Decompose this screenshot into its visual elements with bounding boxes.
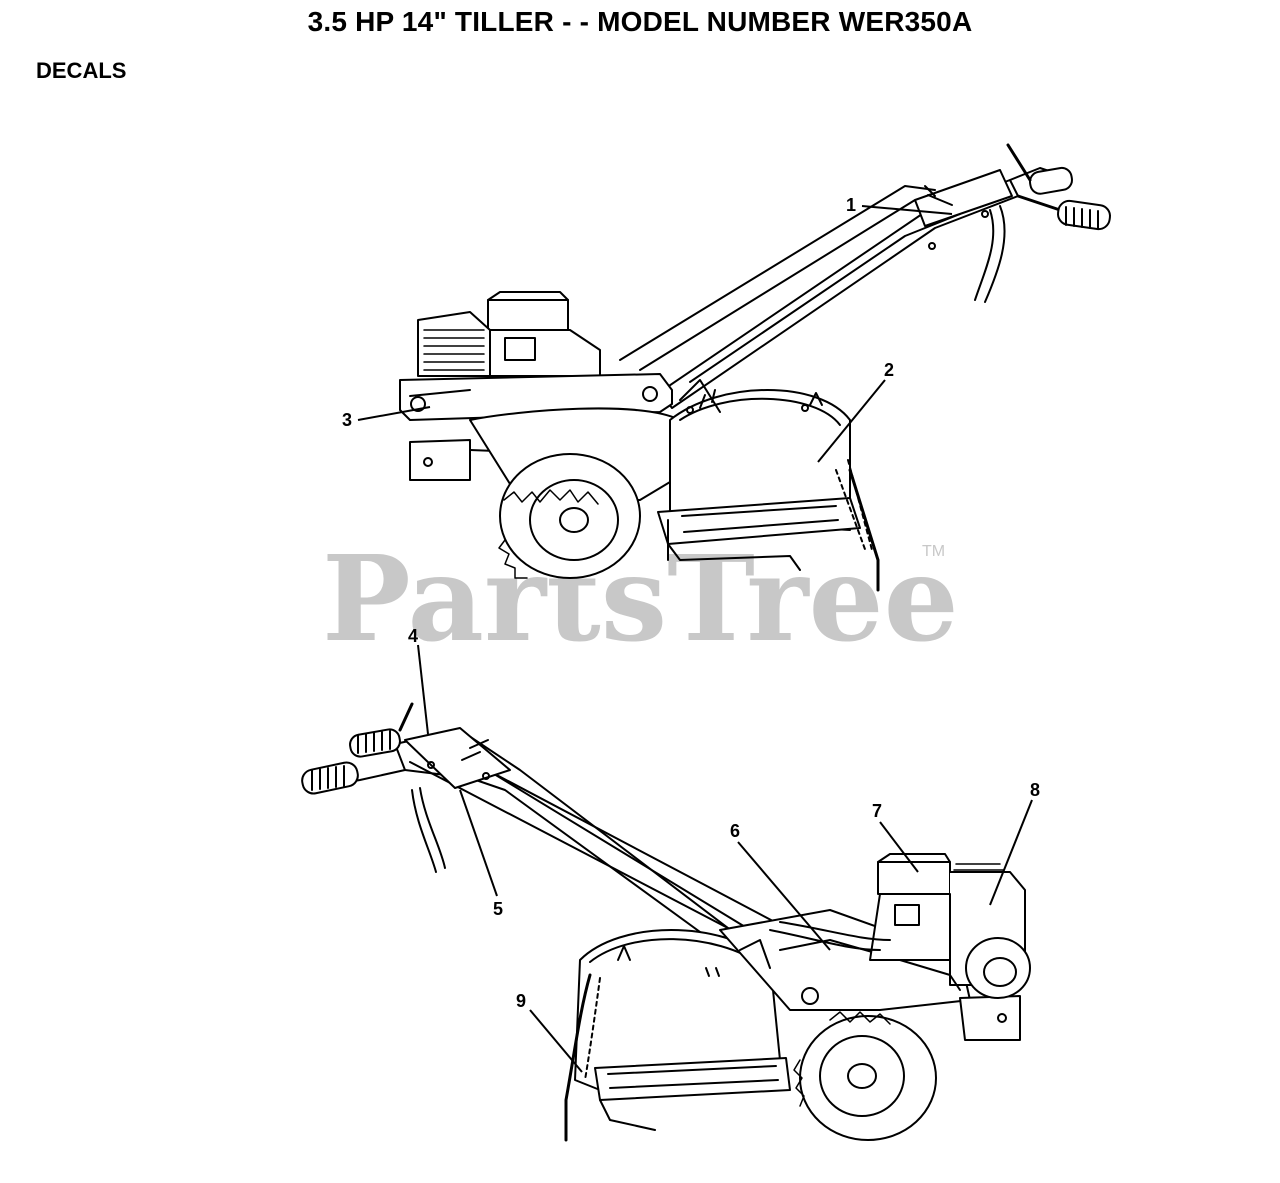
page-title: 3.5 HP 14" TILLER - - MODEL NUMBER WER35… bbox=[307, 6, 973, 37]
callout-7: 7 bbox=[872, 801, 882, 821]
callout-6: 6 bbox=[730, 821, 740, 841]
watermark-text: PartsTree bbox=[322, 529, 959, 668]
watermark-trademark: TM bbox=[922, 543, 945, 560]
callout-1: 1 bbox=[846, 195, 856, 215]
callout-4: 4 bbox=[408, 626, 418, 646]
callouts bbox=[357, 205, 1033, 1073]
watermark: PartsTree TM bbox=[322, 529, 959, 668]
section-label: DECALS bbox=[36, 58, 127, 83]
callout-labels: 1 2 3 4 5 6 7 8 9 bbox=[342, 195, 1040, 1011]
callout-8: 8 bbox=[1030, 780, 1040, 800]
callout-5: 5 bbox=[493, 899, 503, 919]
callout-9: 9 bbox=[516, 991, 526, 1011]
callout-2: 2 bbox=[884, 360, 894, 380]
tiller-bottom-view bbox=[301, 702, 1031, 1142]
callout-3: 3 bbox=[342, 410, 352, 430]
tiller-top-view bbox=[399, 143, 1111, 592]
